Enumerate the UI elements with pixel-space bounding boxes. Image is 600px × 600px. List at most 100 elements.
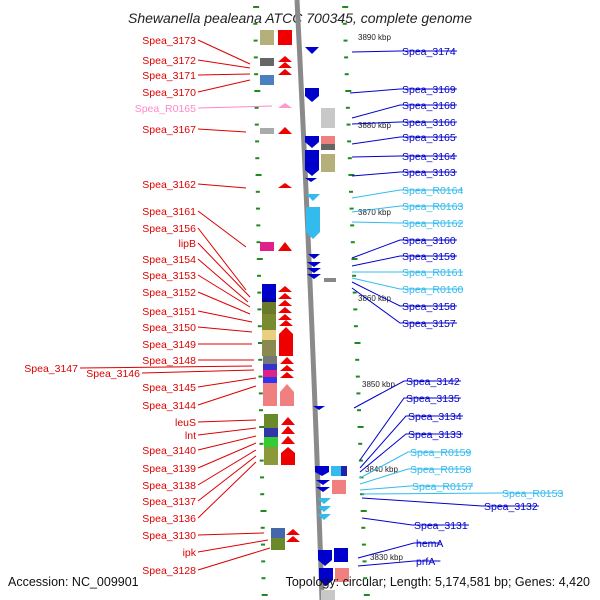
tick-mark: [260, 476, 264, 479]
tick-mark: [256, 258, 263, 260]
leader-line: [197, 105, 273, 109]
tick-mark: [254, 90, 261, 92]
leader-line: [349, 88, 457, 94]
gene-label: Spea_R0158: [410, 464, 471, 476]
tick-mark: [363, 577, 368, 580]
gene-label: Spea_3130: [142, 530, 196, 542]
leader-line: [351, 155, 457, 158]
tick-mark: [256, 224, 261, 227]
leader-line: [197, 427, 257, 436]
tick-mark: [343, 39, 348, 42]
tick-mark: [352, 274, 357, 277]
leader-line: [361, 497, 539, 507]
leader-line: [351, 221, 463, 224]
leader-line: [197, 532, 265, 536]
leader-line: [197, 59, 251, 69]
reverse-strand-track: [305, 47, 349, 600]
tick-mark: [257, 325, 262, 328]
gene-label: Spea_3134: [408, 411, 462, 423]
gene-label: Spea_3139: [142, 463, 196, 475]
leader-line: [359, 433, 463, 473]
tick-mark: [352, 291, 357, 294]
tick-mark: [347, 157, 352, 160]
tick-mark: [355, 375, 360, 378]
gene-label: prfA: [416, 556, 435, 568]
gene-label: lipB: [178, 238, 196, 250]
tick-mark: [347, 140, 352, 143]
leader-line: [197, 442, 257, 469]
tick-mark: [351, 258, 358, 260]
tick-mark: [357, 426, 364, 428]
leader-line: [197, 449, 257, 486]
leader-line: [197, 385, 257, 406]
tick-mark: [253, 22, 258, 25]
tick-mark: [356, 392, 361, 395]
gene-label: Spea_R0153: [502, 488, 563, 500]
leader-line: [79, 365, 253, 369]
tick-mark: [349, 190, 353, 193]
tick-mark: [355, 358, 360, 361]
leader-line: [197, 547, 271, 571]
genome-axis: [294, 0, 325, 600]
kbp-label: 3870 kbp: [358, 208, 391, 217]
gene-label: Spea_3128: [142, 565, 196, 577]
gene-label: Spea_3174: [402, 46, 456, 58]
kbp-label: 3880 kbp: [358, 121, 391, 130]
gene-label: Spea_3135: [406, 393, 460, 405]
gene-label: Spea_3158: [402, 301, 456, 313]
leader-line: [357, 560, 441, 567]
leader-line: [141, 369, 255, 374]
leader-line: [197, 326, 253, 333]
leader-line: [351, 205, 463, 213]
gene-label: Spea_3166: [402, 117, 456, 129]
gene-label: Spea_3146: [86, 368, 140, 380]
tick-mark: [260, 526, 265, 529]
tick-mark: [345, 90, 352, 92]
gene-label: Spea_3150: [142, 322, 196, 334]
gene-label: Spea_R0159: [410, 447, 471, 459]
leader-line: [361, 492, 563, 495]
tick-mark: [258, 392, 263, 395]
tick-mark: [261, 594, 268, 596]
tick-mark: [258, 342, 264, 344]
gene-label: Spea_R0157: [412, 481, 473, 493]
gene-label: hemA: [416, 538, 443, 550]
tick-mark: [261, 543, 265, 546]
leader-line: [197, 210, 247, 248]
kbp-label: 3840 kbp: [365, 465, 398, 474]
tick-mark: [353, 308, 358, 311]
leader-line: [359, 485, 473, 491]
gene-label: Spea_R0162: [402, 218, 463, 230]
tick-mark: [256, 207, 260, 210]
gene-label: Spea_3149: [142, 339, 196, 351]
tick-mark: [342, 22, 347, 25]
gene-label: Spea_3173: [142, 35, 196, 47]
gene-label: Spea_3131: [414, 520, 468, 532]
gene-label: Spea_3137: [142, 496, 196, 508]
leader-line: [197, 242, 251, 298]
tick-mark: [363, 594, 370, 596]
tick-mark: [257, 291, 262, 294]
kbp-label: 3830 kbp: [370, 553, 403, 562]
tick-mark: [255, 157, 260, 160]
tick-mark: [259, 426, 266, 428]
leader-line: [357, 542, 441, 559]
leader-line: [353, 380, 461, 409]
leader-line: [197, 435, 257, 451]
gene-label: Spea_3170: [142, 87, 196, 99]
leader-line: [351, 171, 457, 177]
tick-mark: [258, 375, 263, 378]
kbp-label: 3860 kbp: [358, 294, 391, 303]
tick-mark: [255, 190, 260, 193]
gene-label: Spea_3142: [406, 376, 460, 388]
leader-line: [351, 136, 457, 145]
leader-line: [197, 258, 249, 303]
tick-mark: [357, 409, 361, 412]
gene-label: Spea_3160: [402, 235, 456, 247]
leader-line: [351, 277, 463, 290]
gene-label: Spea_3147: [24, 363, 78, 375]
tick-mark: [260, 493, 265, 496]
tick-mark: [349, 207, 354, 210]
tick-mark: [346, 123, 351, 126]
